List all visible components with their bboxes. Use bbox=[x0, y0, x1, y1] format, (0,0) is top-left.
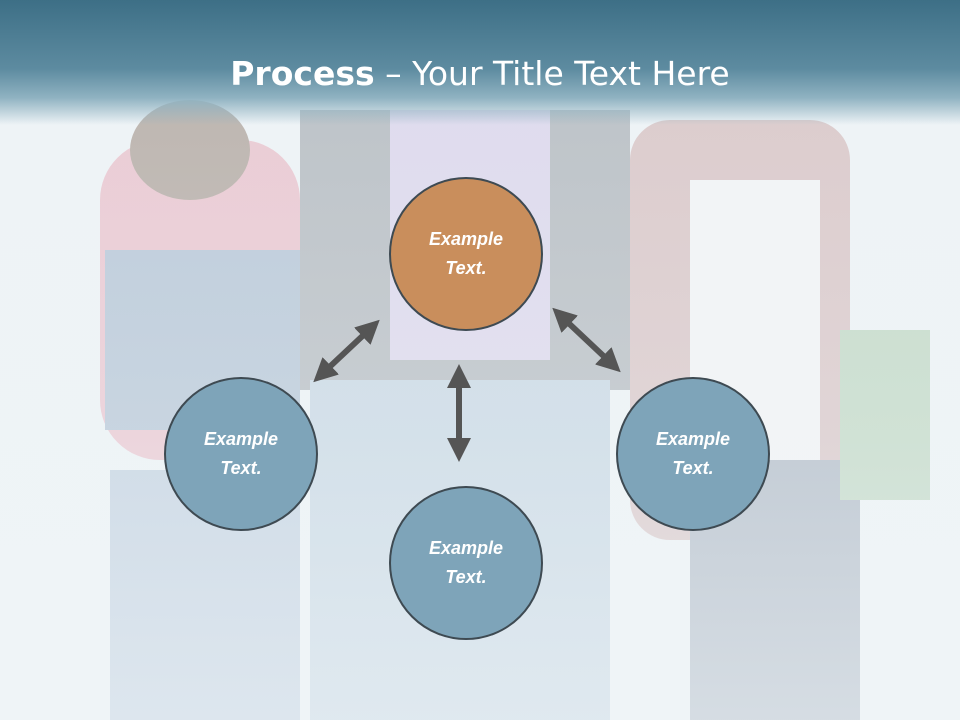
title-rest: – Your Title Text Here bbox=[374, 54, 730, 93]
node-label: Example Text. bbox=[655, 429, 731, 478]
node-label: Example Text. bbox=[428, 229, 504, 278]
title-bold: Process bbox=[230, 54, 375, 93]
process-node-top: Example Text. bbox=[389, 177, 543, 331]
process-node-left: Example Text. bbox=[164, 377, 318, 531]
title-bar bbox=[0, 0, 960, 125]
arrow-top-left bbox=[313, 319, 380, 383]
slide-title: Process – Your Title Text Here bbox=[0, 52, 960, 96]
process-node-bottom: Example Text. bbox=[389, 486, 543, 640]
process-node-right: Example Text. bbox=[616, 377, 770, 531]
node-label: Example Text. bbox=[203, 429, 279, 478]
arrow-top-right bbox=[552, 307, 621, 373]
node-label: Example Text. bbox=[428, 538, 504, 587]
